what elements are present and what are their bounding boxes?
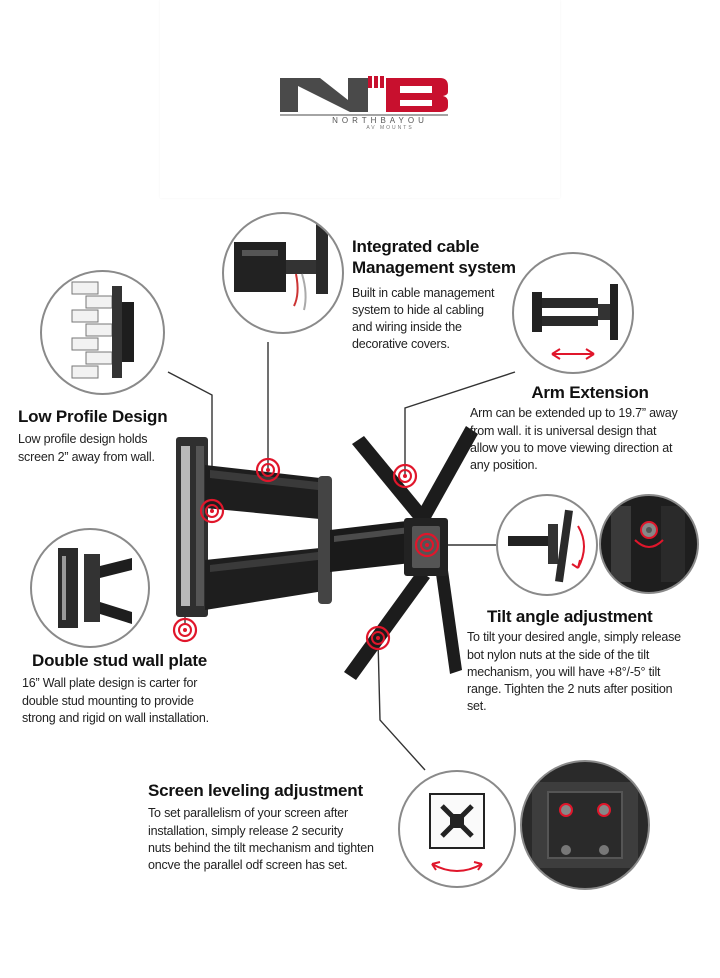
- low-profile-section: Low Profile Design Low profile design ho…: [18, 406, 208, 466]
- arm-extension-section: Arm Extension Arm can be extended up to …: [470, 382, 710, 474]
- northbayou-logo: [280, 76, 448, 116]
- screen-leveling-description: To set parallelism of your screen after …: [148, 806, 374, 872]
- wall-plate-section: Double stud wall plate 16” Wall plate de…: [22, 650, 252, 727]
- wall-plate-detail-circle: [30, 528, 150, 648]
- cable-management-description: Built in cable management system to hide…: [352, 285, 495, 352]
- arm-extension-description: Arm can be extended up to 19.7” away fro…: [470, 406, 678, 472]
- tilt-adjustment-title: Tilt angle adjustment: [487, 607, 653, 626]
- cable-management-section: Integrated cable Management system Built…: [352, 236, 552, 354]
- tilt-nut-detail-circle: [599, 494, 699, 594]
- cable-management-title-2: Management system: [352, 258, 516, 278]
- screen-leveling-title: Screen leveling adjustment: [148, 781, 363, 800]
- arm-extension-title: Arm Extension: [531, 383, 649, 402]
- cable-management-title-1: Integrated cable: [352, 237, 480, 256]
- leveling-nut-detail-circle: [520, 760, 650, 890]
- red-target-markers: [172, 457, 440, 651]
- logo-area: NORTHBAYOU AV MOUNTS: [160, 0, 560, 198]
- tilt-adjustment-description: To tilt your desired angle, simply relea…: [467, 630, 681, 714]
- arm-extension-detail-circle: [512, 252, 634, 374]
- tilt-side-detail-circle: [496, 494, 598, 596]
- wall-plate-title: Double stud wall plate: [32, 651, 208, 670]
- cable-management-detail-circle: [222, 212, 344, 334]
- leveling-plate-detail-circle: [398, 770, 516, 888]
- logo-brand-text: NORTHBAYOU: [332, 116, 428, 125]
- low-profile-title: Low Profile Design: [18, 407, 168, 426]
- low-profile-detail-circle: [40, 270, 165, 395]
- screen-leveling-section: Screen leveling adjustment To set parall…: [148, 780, 398, 874]
- low-profile-description: Low profile design holds screen 2” away …: [18, 432, 155, 464]
- wall-plate-description: 16” Wall plate design is carter for doub…: [22, 676, 209, 725]
- logo-tagline: AV MOUNTS: [366, 125, 414, 131]
- tilt-adjustment-section: Tilt angle adjustment To tilt your desir…: [467, 606, 707, 716]
